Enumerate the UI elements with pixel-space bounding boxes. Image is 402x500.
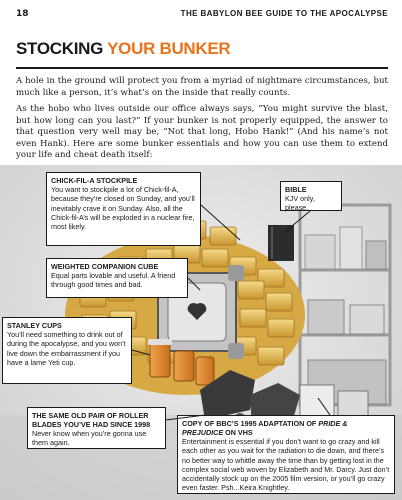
caption-text: You’ll need something to drink out of du… — [7, 330, 126, 367]
caption-text: Entertainment is essential if you don’t … — [182, 437, 390, 493]
body-paragraph: As the hobo who lives outside our office… — [16, 104, 388, 161]
title-part-1: STOCKING — [16, 39, 108, 58]
caption-pride-and-prejudice-vhs: COPY OF BBC’S 1995 ADAPTATION OF PRIDE &… — [177, 415, 395, 494]
title-underline — [16, 67, 388, 69]
caption-text: KJV only, please. — [285, 194, 315, 213]
caption-title-pre: COPY OF BBC’S 1995 ADAPTATION OF — [182, 419, 319, 428]
intro-paragraph: A hole in the ground will protect you fr… — [16, 76, 388, 98]
bible-book — [268, 225, 294, 261]
caption-text: You want to stockpile a lot of Chick-fil… — [51, 185, 195, 232]
caption-title: COPY OF BBC’S 1995 ADAPTATION OF PRIDE &… — [182, 419, 390, 437]
page-number: 18 — [16, 9, 29, 19]
caption-text: Never know when you’re gonna use them ag… — [32, 429, 147, 448]
caption-title: BIBLE — [285, 185, 307, 194]
caption-chick-fil-a-stockpile: CHICK-FIL-A STOCKPILE You want to stockp… — [46, 172, 201, 246]
running-title: THE BABYLON BEE GUIDE TO THE APOCALYPSE — [180, 9, 388, 18]
page-title: STOCKING YOUR BUNKER — [16, 39, 231, 59]
caption-title: STANLEY CUPS — [7, 321, 62, 330]
stanley-cups — [148, 339, 215, 386]
caption-title: CHICK-FIL-A STOCKPILE — [51, 176, 138, 185]
caption-roller-blades: THE SAME OLD PAIR OF ROLLER BLADES YOU’V… — [27, 407, 166, 449]
caption-title: THE SAME OLD PAIR OF ROLLER BLADES YOU’V… — [32, 411, 151, 429]
caption-title-italic: PRIDE & PREJUDICE — [182, 419, 348, 437]
title-part-2: YOUR BUNKER — [107, 39, 231, 58]
caption-weighted-companion-cube: WEIGHTED COMPANION CUBE Equal parts lova… — [46, 258, 188, 298]
page-header: 18 THE BABYLON BEE GUIDE TO THE APOCALYP… — [16, 9, 388, 23]
caption-text: Equal parts lovable and useful. A friend… — [51, 271, 176, 290]
caption-title: WEIGHTED COMPANION CUBE — [51, 262, 159, 271]
caption-stanley-cups: STANLEY CUPS You’ll need something to dr… — [2, 317, 132, 384]
caption-title-post: ON VHS — [223, 428, 253, 437]
caption-bible: BIBLE KJV only, please. — [280, 181, 342, 213]
